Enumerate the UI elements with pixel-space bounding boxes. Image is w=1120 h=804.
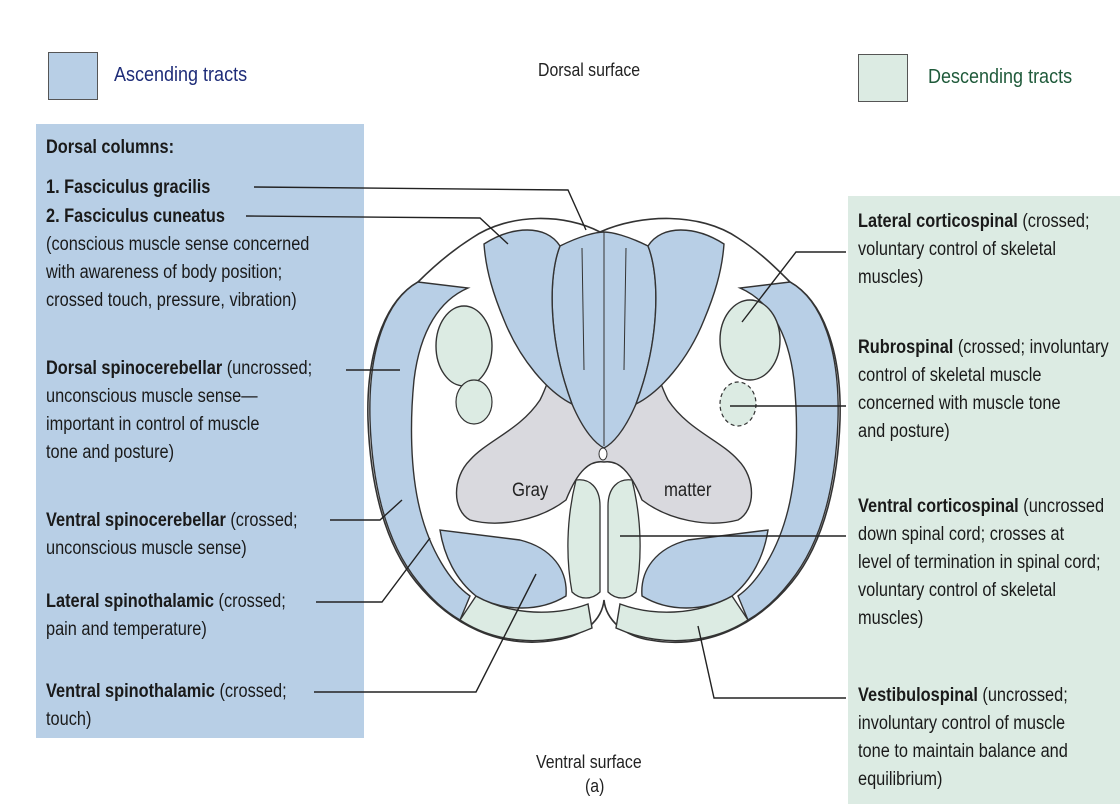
gray-label: Gray bbox=[512, 480, 548, 502]
left-rubrospinal bbox=[456, 380, 492, 424]
ventral-surface-label: Ventral surface bbox=[536, 752, 642, 773]
right-ventral-corticospinal bbox=[608, 480, 640, 598]
left-ventral-corticospinal bbox=[568, 480, 600, 598]
matter-label: matter bbox=[664, 480, 711, 502]
right-rubrospinal bbox=[720, 382, 756, 426]
left-lateral-corticospinal bbox=[436, 306, 492, 386]
figure-label: (a) bbox=[585, 776, 604, 797]
central-canal bbox=[599, 448, 607, 460]
